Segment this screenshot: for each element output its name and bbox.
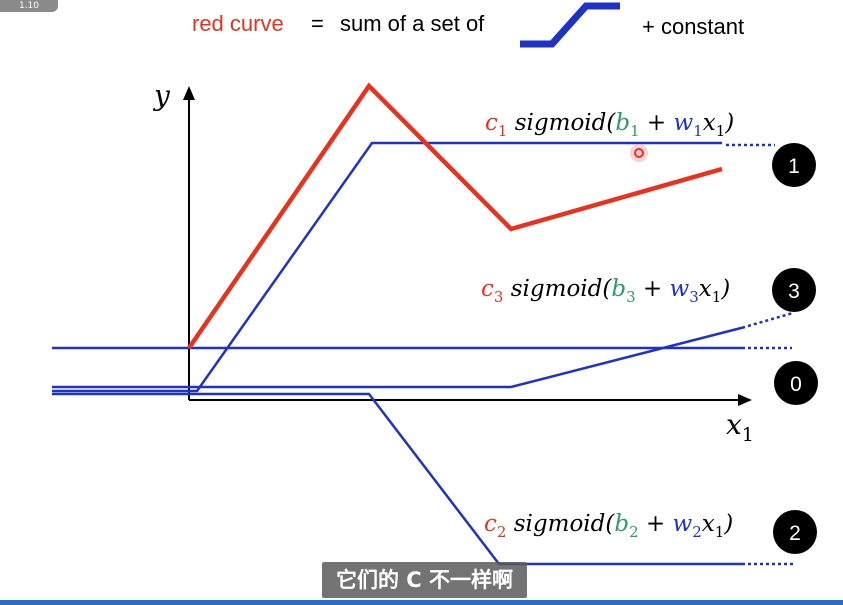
header-plus-constant: + constant [642,14,744,39]
sigmoid-3-dots [747,311,794,328]
badge-3: 3 [772,268,816,312]
svg-text:2: 2 [789,522,801,545]
video-progress-strip [0,600,843,605]
svg-text:3: 3 [788,280,800,303]
video-speed-badge: 1.10 [0,0,58,12]
header-red-curve-label: red curve [192,11,284,36]
header-equals: = [311,11,324,36]
svg-text:1: 1 [788,155,800,178]
term-2-label: c2 sigmoid(b2 + w2x1) [484,511,733,541]
y-axis-label: y [152,79,171,112]
y-axis-arrowhead [183,86,195,100]
badge-1: 1 [772,143,816,187]
video-subtitle: 它们的 C 不一样啊 [322,562,528,598]
red-curve [187,82,723,350]
x-axis-label: x1 [726,408,754,446]
cursor-pointer-icon [630,144,648,162]
header-sum-text: sum of a set of [340,11,485,36]
sigmoid-2-curve [52,392,745,566]
sigmoid-1-curve [52,141,722,393]
x-axis-arrowhead [738,394,752,406]
term-1-label: c1 sigmoid(b1 + w1x1) [485,110,734,140]
badge-2: 2 [773,510,817,554]
header-hard-sigmoid-icon [520,2,620,48]
sigmoid-3-curve [52,325,746,389]
term-3-label: c3 sigmoid(b3 + w3x1) [481,276,730,306]
badge-0: 0 [774,361,818,405]
svg-text:0: 0 [790,373,802,396]
